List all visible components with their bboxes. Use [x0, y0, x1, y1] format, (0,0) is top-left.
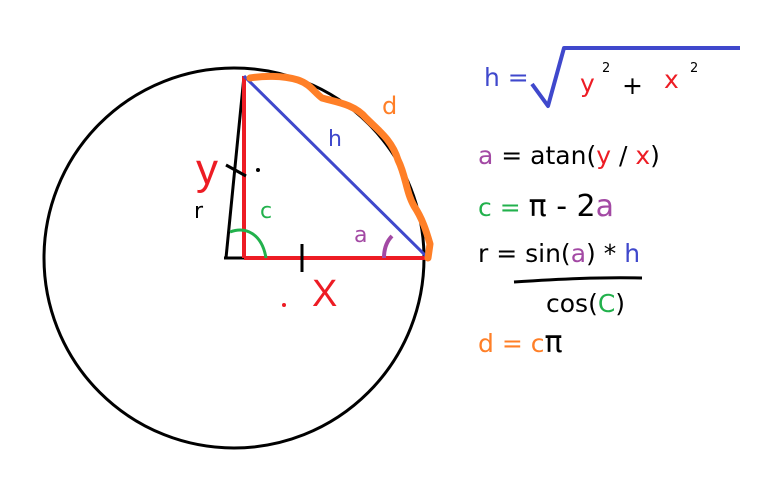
eq-c-pi: π - 2 [529, 189, 596, 224]
eq-h-x-exp: 2 [690, 61, 698, 76]
angle-arc-c [229, 228, 268, 259]
equation-h: h = y 2 + x 2 [484, 46, 740, 108]
eq-d-c: c [531, 329, 545, 358]
label-h: h [328, 127, 342, 152]
eq-d-eq: = [494, 329, 531, 358]
eq-c-a: a [596, 189, 614, 224]
eq-d-pi: π [544, 325, 562, 360]
label-c: c [260, 199, 272, 224]
eq-r-a: a [571, 239, 586, 268]
eq-h-x: x [664, 65, 679, 94]
eq-c-lhs: c [478, 193, 492, 222]
dot-x [282, 303, 286, 307]
radius-line [224, 75, 246, 259]
eq-a-slash: / [611, 141, 635, 170]
arc-d [246, 72, 434, 262]
equation-d: d = cπ [478, 325, 563, 360]
eq-a-eq: = atan( [493, 141, 596, 170]
eq-r-den-open: cos( [546, 289, 598, 318]
label-d: d [382, 92, 397, 120]
label-a: a [354, 223, 367, 248]
eq-a-lhs: a [478, 141, 493, 170]
eq-r-h: h [624, 239, 640, 268]
equation-c: c = π - 2a [478, 189, 614, 224]
eq-a-x: x [635, 141, 650, 170]
label-x: X [312, 273, 337, 315]
eq-r-lhs: r = sin( [478, 239, 571, 268]
eq-h-y: y [580, 69, 595, 98]
eq-a-close: ) [650, 141, 660, 170]
sqrt-sign [530, 46, 740, 108]
label-r: r [194, 199, 204, 224]
eq-c-eq: = [492, 193, 529, 222]
eq-h-lhs: h = [484, 63, 529, 92]
label-y: y [196, 145, 218, 194]
equation-r-numerator: r = sin(a) * h [478, 239, 640, 268]
eq-h-plus: + [622, 71, 643, 100]
angle-arc-a [382, 234, 394, 259]
fraction-bar [513, 276, 643, 284]
eq-h-y-exp: 2 [602, 61, 610, 76]
eq-r-den-c: C [598, 289, 615, 318]
dot-y [256, 168, 260, 172]
equation-a: a = atan(y / x) [478, 141, 660, 170]
equation-r-denominator: cos(C) [546, 289, 625, 318]
eq-a-y: y [596, 141, 611, 170]
eq-r-mid: ) * [586, 239, 624, 268]
hypotenuse-h [242, 74, 430, 260]
eq-d-lhs: d [478, 329, 494, 358]
eq-r-den-close: ) [615, 289, 625, 318]
tick-mark-y [225, 163, 247, 178]
